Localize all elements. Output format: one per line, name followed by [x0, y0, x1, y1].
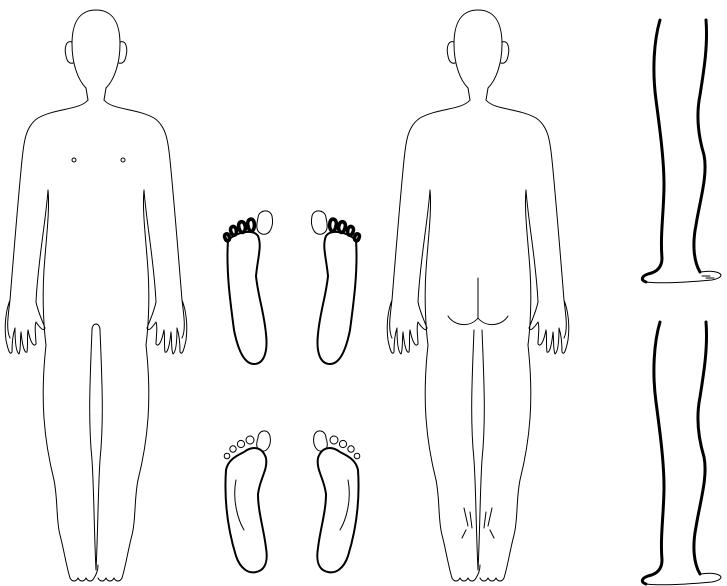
bottom-leg-back-contour — [642, 322, 664, 584]
top-left-toe-1 — [257, 211, 273, 234]
back-right-achilles — [484, 508, 494, 538]
bottom-right-toe-3 — [339, 440, 346, 447]
foot-soles-bottom — [224, 431, 360, 572]
bottom-left-toe-4 — [230, 446, 236, 452]
leg-side-bottom — [642, 322, 721, 585]
front-left-nipple — [72, 158, 76, 162]
top-left-toe-3 — [239, 222, 246, 233]
top-right-toe-5 — [355, 234, 360, 241]
top-left-foot-sole — [227, 232, 266, 364]
front-head — [72, 10, 120, 100]
top-right-toe-4 — [348, 226, 354, 235]
bottom-right-toe-5 — [354, 453, 360, 459]
bottom-left-toe-3 — [237, 440, 244, 447]
front-right-side — [98, 100, 187, 581]
bottom-leg-sole — [646, 573, 721, 585]
body-back-outline — [387, 10, 569, 581]
foot-soles-top — [225, 211, 360, 364]
front-inner-legs — [90, 330, 103, 570]
back-left-achilles — [462, 508, 472, 538]
bottom-left-arch — [235, 480, 244, 530]
top-right-toe-2 — [330, 219, 337, 231]
front-right-nipple — [121, 158, 125, 162]
top-left-toe-4 — [231, 226, 237, 235]
bottom-right-toe-4 — [348, 446, 354, 452]
leg-side-top — [642, 20, 721, 283]
front-crotch — [92, 324, 100, 330]
top-leg-toes — [702, 276, 714, 278]
back-inner-legs — [472, 330, 485, 570]
bottom-left-toe-5 — [224, 453, 230, 459]
bottom-right-arch — [340, 480, 349, 530]
top-leg-back-contour — [642, 20, 664, 282]
back-right-side — [480, 100, 569, 581]
body-front-outline — [5, 10, 187, 581]
top-leg-sole — [646, 271, 721, 283]
top-right-foot-sole — [318, 232, 357, 364]
bottom-right-foot-sole — [317, 448, 358, 572]
top-left-toe-2 — [248, 219, 255, 231]
bottom-leg-front-contour — [694, 322, 707, 574]
back-head — [454, 10, 502, 100]
top-right-toe-3 — [339, 222, 346, 233]
bottom-left-toe-2 — [246, 436, 254, 444]
front-left-side — [5, 100, 98, 581]
top-right-toe-1 — [311, 211, 327, 234]
bottom-right-toe-2 — [330, 436, 338, 444]
top-leg-front-contour — [694, 20, 707, 272]
bottom-left-foot-sole — [225, 448, 266, 572]
top-left-toe-5 — [225, 234, 230, 241]
back-left-side — [387, 100, 480, 581]
